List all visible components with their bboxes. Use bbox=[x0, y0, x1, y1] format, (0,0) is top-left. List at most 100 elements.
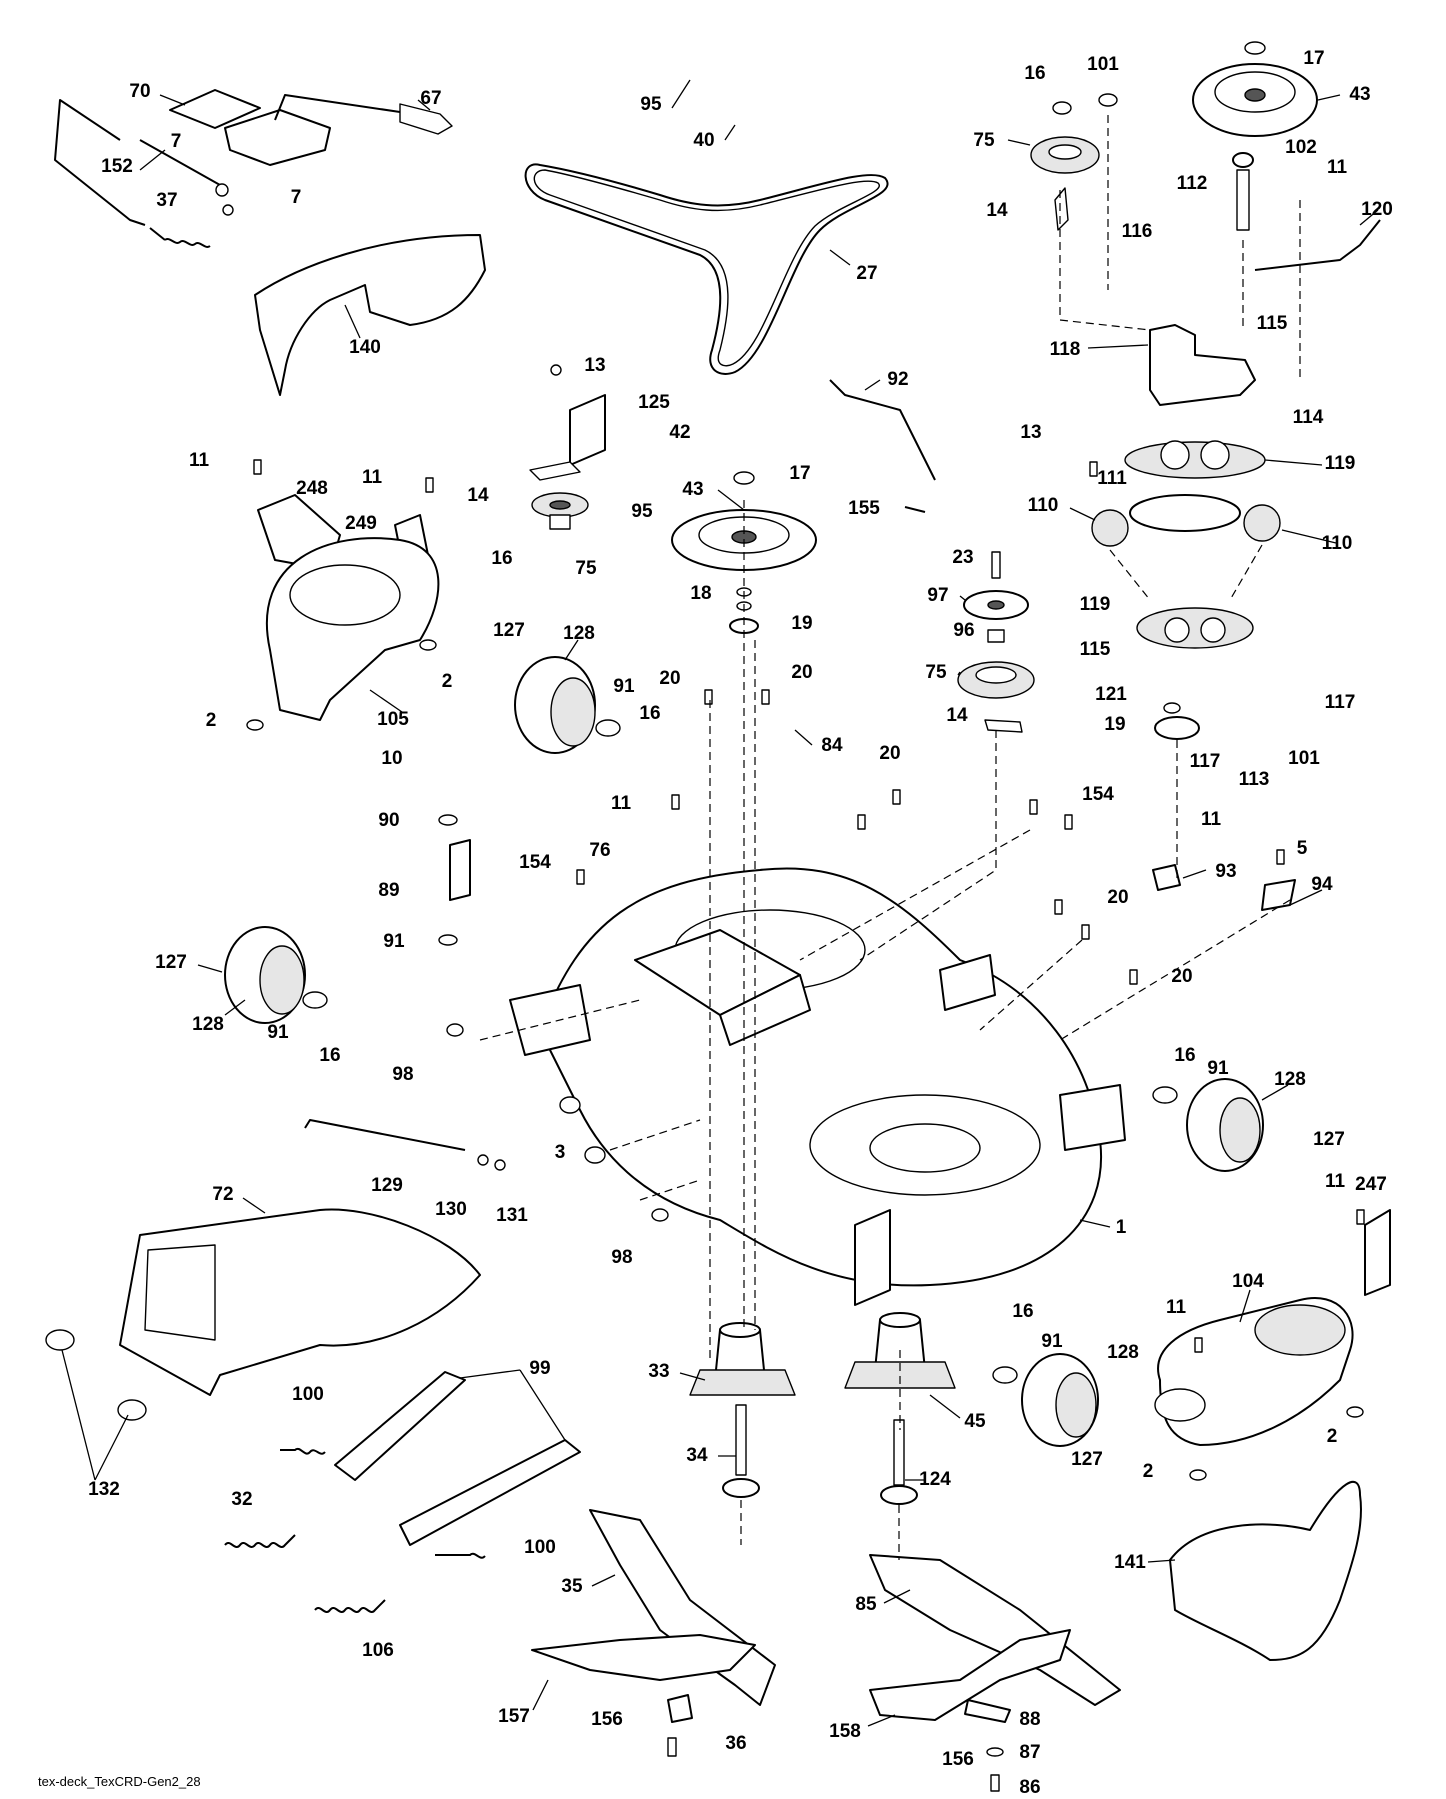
part-label-155: 155 bbox=[848, 498, 880, 519]
part-label-128: 128 bbox=[563, 623, 595, 644]
part-label-132: 132 bbox=[88, 1479, 120, 1500]
panel-247 bbox=[1364, 1209, 1391, 1296]
part-label-14: 14 bbox=[467, 485, 489, 506]
part-label-119: 119 bbox=[1325, 453, 1356, 474]
alignment-lines bbox=[479, 115, 1301, 1560]
part-label-11: 11 bbox=[189, 450, 210, 471]
part-label-105: 105 bbox=[377, 709, 409, 730]
part-label-76: 76 bbox=[589, 840, 610, 861]
part-label-16: 16 bbox=[1024, 63, 1045, 84]
arm-99-upper bbox=[334, 1371, 466, 1481]
part-label-102: 102 bbox=[1285, 137, 1317, 158]
part-label-104: 104 bbox=[1232, 1271, 1264, 1292]
spring-32 bbox=[224, 1534, 296, 1548]
part-label-16: 16 bbox=[639, 703, 660, 724]
part-label-100: 100 bbox=[292, 1384, 324, 1405]
part-label-27: 27 bbox=[856, 263, 877, 284]
gauge-wheel-lower-right bbox=[992, 1353, 1099, 1447]
part-label-90: 90 bbox=[378, 810, 399, 831]
part-label-156: 156 bbox=[591, 1709, 623, 1730]
part-label-115: 115 bbox=[1080, 639, 1111, 660]
part-label-114: 114 bbox=[1293, 407, 1324, 428]
part-label-33: 33 bbox=[648, 1361, 669, 1382]
part-label-127: 127 bbox=[1313, 1129, 1345, 1150]
gauge-wheel-right bbox=[1152, 1078, 1264, 1172]
part-label-11: 11 bbox=[1201, 809, 1222, 830]
gearbox-assembly bbox=[1091, 324, 1281, 740]
part-label-127: 127 bbox=[1071, 1449, 1103, 1470]
top-right-idler bbox=[1030, 93, 1118, 231]
leader-lines bbox=[61, 79, 1379, 1727]
part-label-152: 152 bbox=[101, 156, 133, 177]
part-label-91: 91 bbox=[1207, 1058, 1229, 1079]
left-wheel-bracket bbox=[438, 814, 471, 946]
part-label-124: 124 bbox=[919, 1469, 951, 1490]
part-label-1: 1 bbox=[1116, 1217, 1127, 1238]
part-label-3: 3 bbox=[555, 1142, 566, 1163]
part-label-2: 2 bbox=[1143, 1461, 1154, 1482]
part-label-19: 19 bbox=[791, 613, 812, 634]
part-label-119: 119 bbox=[1080, 594, 1111, 615]
bracket-94 bbox=[1261, 879, 1296, 911]
part-label-98: 98 bbox=[392, 1064, 413, 1085]
part-label-106: 106 bbox=[362, 1640, 394, 1661]
part-label-101: 101 bbox=[1288, 748, 1320, 769]
part-label-43: 43 bbox=[1349, 84, 1370, 105]
gauge-wheel-upper-left bbox=[514, 656, 621, 754]
idler-stack bbox=[957, 551, 1035, 733]
part-label-20: 20 bbox=[879, 743, 900, 764]
part-label-89: 89 bbox=[378, 880, 399, 901]
blade-85 bbox=[869, 1554, 1121, 1706]
part-label-2: 2 bbox=[1327, 1426, 1338, 1447]
part-label-34: 34 bbox=[686, 1445, 708, 1466]
part-label-20: 20 bbox=[659, 668, 680, 689]
part-label-20: 20 bbox=[1107, 887, 1128, 908]
blade-adapter-156-right bbox=[964, 1699, 1011, 1723]
part-label-131: 131 bbox=[496, 1205, 528, 1226]
part-label-112: 112 bbox=[1177, 173, 1208, 194]
part-label-117: 117 bbox=[1325, 692, 1356, 713]
part-label-95: 95 bbox=[631, 501, 653, 522]
part-label-120: 120 bbox=[1361, 199, 1393, 220]
lift-rod-129 bbox=[304, 1119, 466, 1151]
spindle-shaft-124 bbox=[880, 1419, 918, 1505]
bracket-93 bbox=[1152, 864, 1181, 891]
part-label-10: 10 bbox=[381, 748, 402, 769]
part-label-154: 154 bbox=[1082, 784, 1114, 805]
part-label-17: 17 bbox=[1303, 48, 1324, 69]
part-label-140: 140 bbox=[349, 337, 381, 358]
part-label-129: 129 bbox=[371, 1175, 403, 1196]
part-label-100: 100 bbox=[524, 1537, 556, 1558]
part-label-101: 101 bbox=[1087, 54, 1119, 75]
part-label-117: 117 bbox=[1190, 751, 1221, 772]
part-label-96: 96 bbox=[953, 620, 974, 641]
part-label-42: 42 bbox=[669, 422, 690, 443]
part-label-98: 98 bbox=[611, 1247, 632, 1268]
spindle-housing-45 bbox=[844, 1312, 956, 1389]
shield-141 bbox=[1169, 1480, 1362, 1661]
part-label-88: 88 bbox=[1019, 1709, 1040, 1730]
part-label-92: 92 bbox=[887, 369, 908, 390]
part-label-110: 110 bbox=[1028, 495, 1059, 516]
part-label-67: 67 bbox=[420, 88, 441, 109]
spring-106 bbox=[314, 1599, 386, 1613]
spindle-housing-33 bbox=[689, 1322, 796, 1396]
rod-92 bbox=[829, 379, 936, 481]
part-label-128: 128 bbox=[192, 1014, 224, 1035]
part-label-18: 18 bbox=[690, 583, 711, 604]
part-label-35: 35 bbox=[561, 1576, 583, 1597]
part-label-32: 32 bbox=[231, 1489, 252, 1510]
part-label-248: 248 bbox=[296, 478, 328, 499]
part-label-158: 158 bbox=[829, 1721, 861, 1742]
part-label-75: 75 bbox=[925, 662, 947, 683]
part-label-75: 75 bbox=[575, 558, 597, 579]
part-label-87: 87 bbox=[1019, 1742, 1040, 1763]
part-label-20: 20 bbox=[791, 662, 812, 683]
diagram-caption: tex-deck_TexCRD-Gen2_28 bbox=[38, 1774, 201, 1789]
part-label-91: 91 bbox=[1041, 1331, 1063, 1352]
part-label-23: 23 bbox=[952, 547, 973, 568]
part-label-14: 14 bbox=[986, 200, 1008, 221]
part-label-85: 85 bbox=[855, 1594, 877, 1615]
part-label-37: 37 bbox=[156, 190, 177, 211]
